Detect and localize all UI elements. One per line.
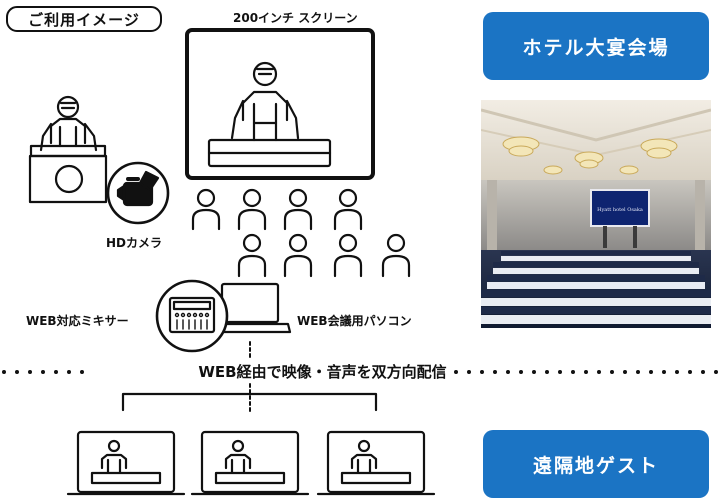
web-mixer-icon	[155, 279, 229, 353]
hd-camera-label: HDカメラ	[106, 236, 163, 250]
seat-row-1	[191, 188, 363, 231]
screen-icon	[185, 28, 375, 180]
remote-laptop-icon	[316, 430, 436, 496]
audience-seats	[191, 188, 411, 278]
web-conference-pc-label: WEB会議用パソコン	[297, 314, 412, 328]
remote-laptop-icon	[66, 430, 186, 496]
remote-laptop-icon	[190, 430, 310, 496]
remote-laptops	[66, 430, 436, 496]
remote-guest-title-box: 遠隔地ゲスト	[483, 430, 709, 498]
banquet-hall-photo: Hyatt hotel Osaka	[481, 100, 711, 328]
banquet-hall-illustration: Hyatt hotel Osaka	[481, 100, 711, 328]
photo-screen-text: Hyatt hotel Osaka	[597, 207, 643, 213]
usage-image-label: ご利用イメージ	[6, 6, 162, 32]
venue-diagram	[28, 28, 436, 496]
screen-label: 200インチ スクリーン	[233, 11, 358, 25]
hd-camera-icon	[106, 161, 170, 225]
web-mixer-label: WEB対応ミキサー	[26, 314, 129, 328]
seat-row-2	[237, 233, 411, 278]
stream-dotted-line	[2, 370, 718, 374]
remote-branch-lines	[121, 392, 378, 412]
presenter-icon	[28, 95, 108, 204]
venue-title-box: ホテル大宴会場	[483, 12, 709, 80]
